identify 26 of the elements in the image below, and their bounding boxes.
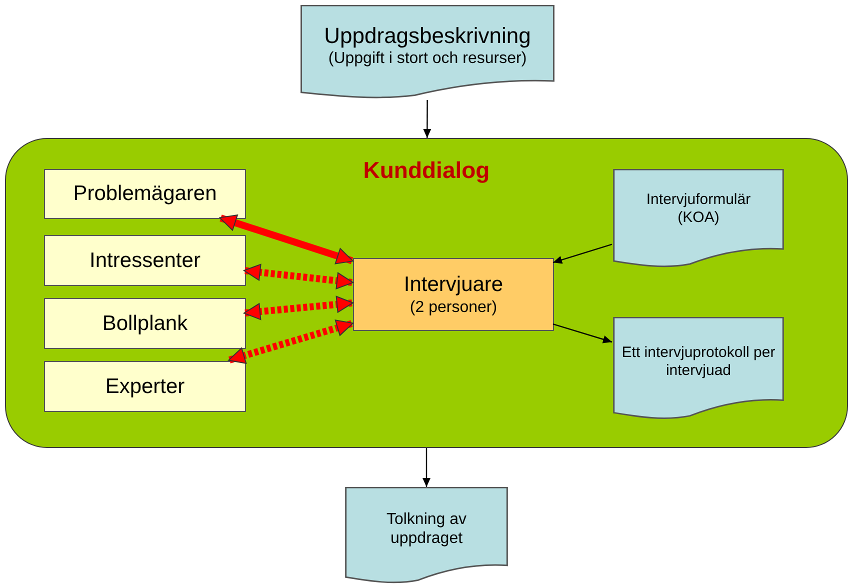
- document-label: Ett intervjuprotokoll per intervjuad: [620, 344, 776, 380]
- arrow: [423, 100, 432, 138]
- document-shape: [613, 169, 784, 269]
- double-arrow: [219, 214, 354, 264]
- document-label: Uppdragsbeskrivning: [324, 22, 531, 50]
- double-arrow: [228, 320, 354, 364]
- document-shape: [613, 317, 784, 421]
- stakeholder-box: Bollplank: [44, 298, 246, 349]
- process-box: [353, 258, 554, 331]
- arrow: [422, 448, 430, 487]
- stakeholder-box: Experter: [44, 361, 246, 412]
- document-label: Tolkning av uppdraget: [385, 510, 468, 548]
- double-arrow: [244, 264, 354, 290]
- stakeholder-box: Intressenter: [44, 235, 246, 286]
- stakeholder-box: Problemägaren: [44, 169, 246, 219]
- arrow: [552, 244, 612, 264]
- arrow: [552, 323, 612, 344]
- double-arrow: [244, 296, 354, 320]
- document-label: Intervjuformulär (KOA): [645, 191, 752, 227]
- group-panel: [5, 138, 848, 448]
- document-shape: [300, 5, 555, 100]
- document-label: (Uppgift i stort och resurser): [328, 49, 527, 68]
- process-label: Intervjuare: [404, 272, 504, 298]
- document-shape: [345, 487, 508, 585]
- group-title: Kunddialog: [362, 157, 491, 184]
- process-label: (2 personer): [410, 298, 498, 317]
